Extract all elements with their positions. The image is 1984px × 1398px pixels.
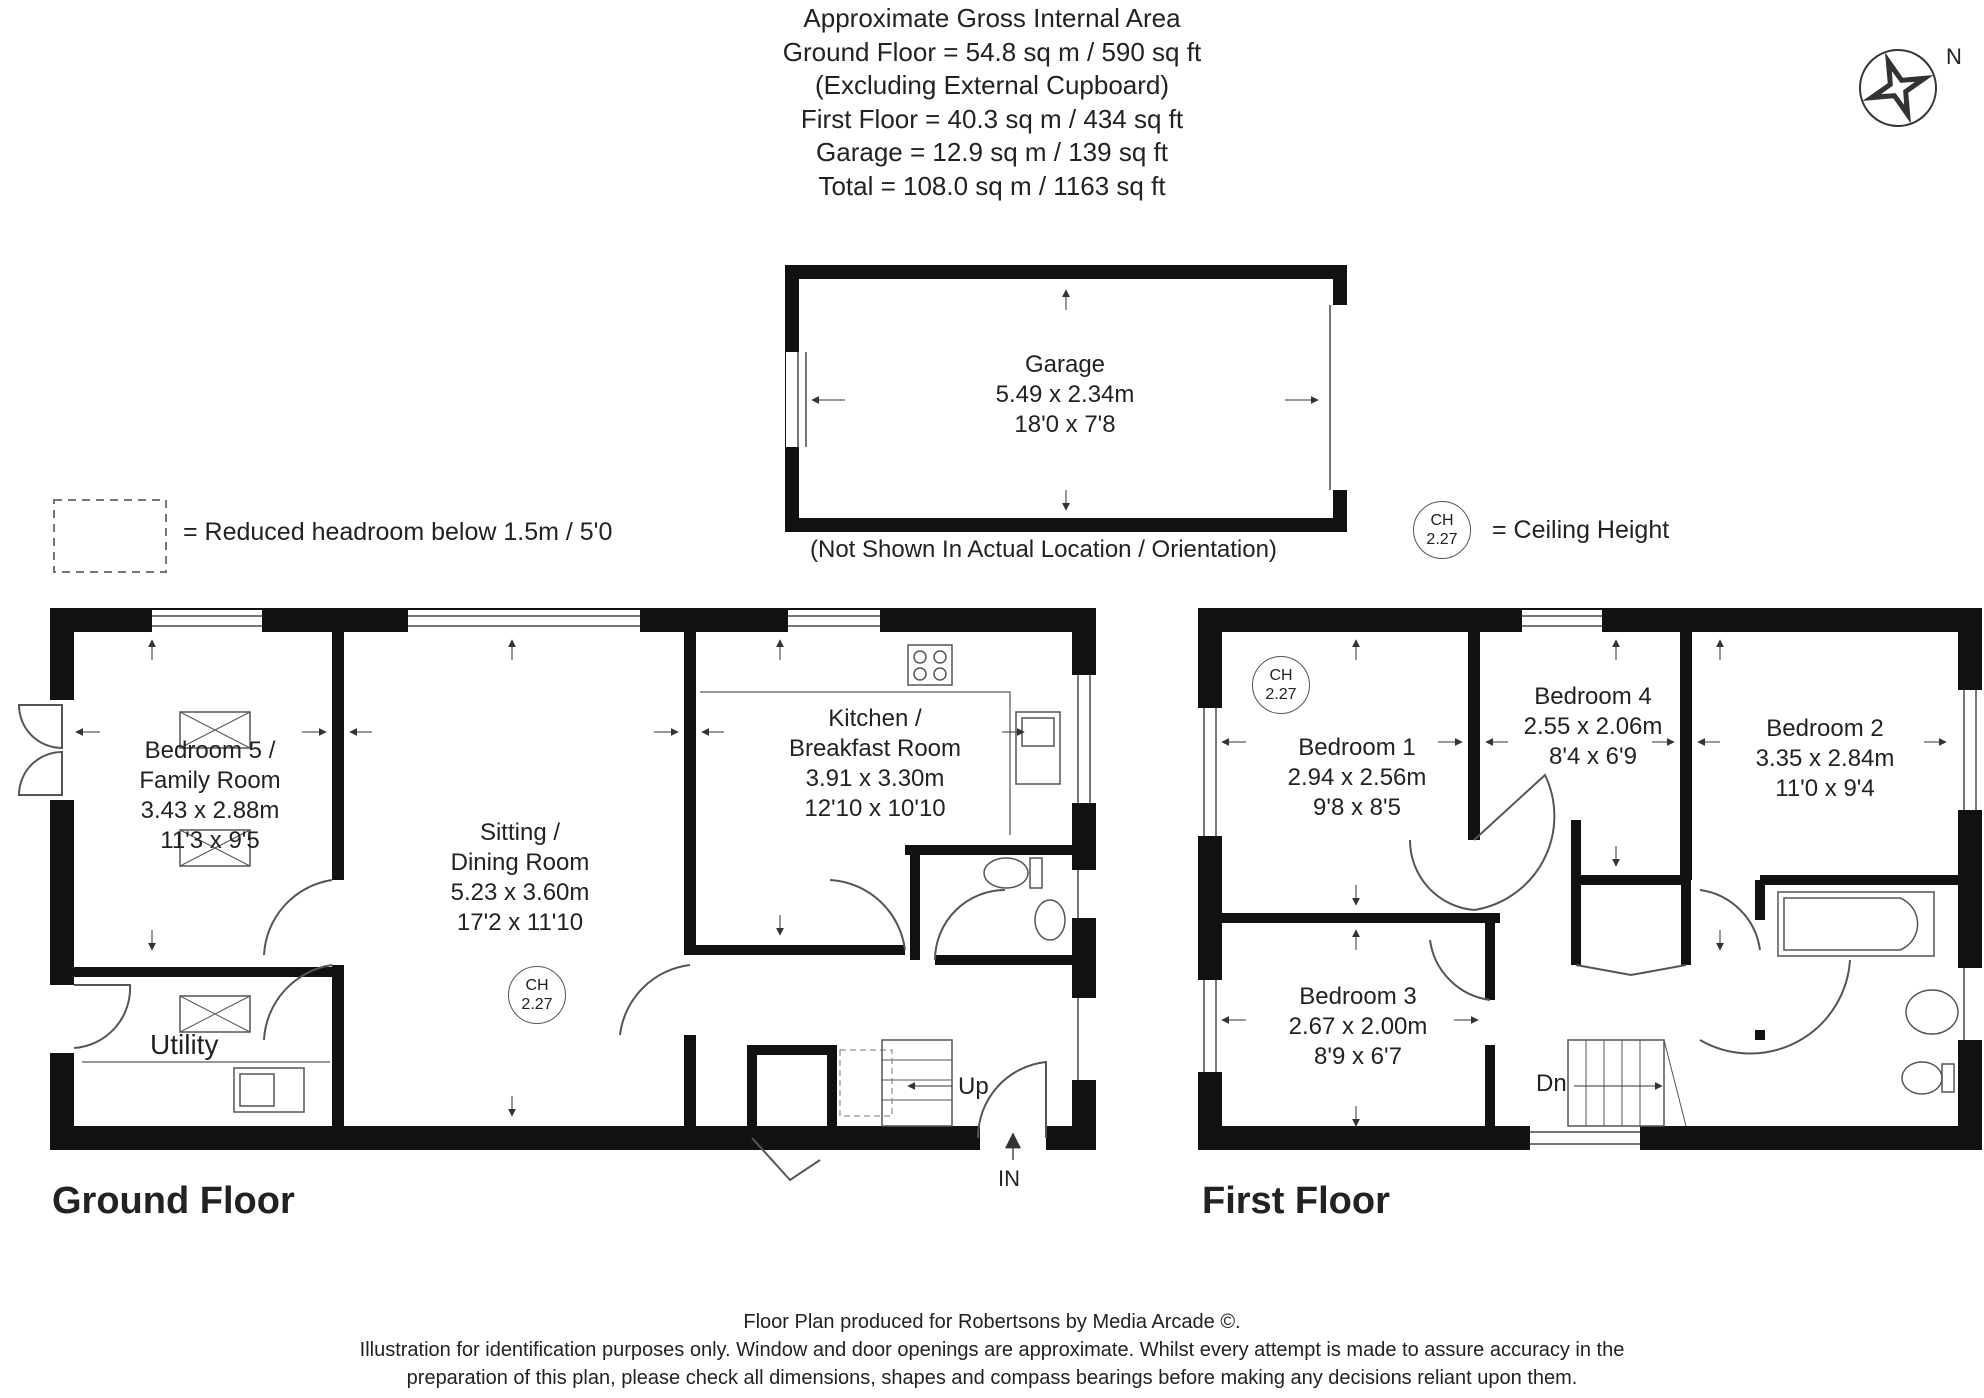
toilet-icon [1901,1061,1955,1095]
room-sitting-dining: Sitting / Dining Room 5.23 x 3.60m 17'2 … [405,818,635,938]
room-utility: Utility [150,1029,219,1060]
room-bedroom-5: Bedroom 5 / Family Room 3.43 x 2.88m 11'… [100,736,320,856]
footer-line: Floor Plan produced for Robertsons by Me… [743,1311,1241,1333]
utility-sink-icon [82,1061,330,1113]
ceiling-height-badge: CH 2.27 [1413,501,1471,559]
first-floor-plan [1198,608,1982,1150]
basin-icon [1905,989,1959,1035]
ch-label: CH [1269,667,1293,684]
ch-value: 2.27 [521,996,553,1013]
ground-floor-plan [17,608,1096,1182]
room-bedroom-4: Bedroom 4 2.55 x 2.06m 8'4 x 6'9 [1498,682,1688,772]
room-size-metric: 5.49 x 2.34m [995,381,1135,408]
room-bedroom-3: Bedroom 3 2.67 x 2.00m 8'9 x 6'7 [1260,982,1456,1072]
room-name: Bedroom 4 [1534,683,1652,710]
room-size-metric: 2.67 x 2.00m [1288,1013,1428,1040]
room-bedroom-1: Bedroom 1 2.94 x 2.56m 9'8 x 8'5 [1262,733,1452,823]
room-name: Family Room [139,767,281,794]
room-name: Bedroom 5 / [144,737,276,764]
first-floor-title: First Floor [1202,1180,1390,1222]
footer-line: Illustration for identification purposes… [359,1339,1625,1361]
footer-line: preparation of this plan, please check a… [406,1367,1578,1389]
ceiling-height-badge: CH 2.27 [1252,656,1310,714]
garage-label: Garage 5.49 x 2.34m 18'0 x 7'8 [930,350,1200,440]
area-summary-line: (Excluding External Cupboard) [814,70,1170,100]
room-bedroom-2: Bedroom 2 3.35 x 2.84m 11'0 x 9'4 [1730,714,1920,804]
room-kitchen-breakfast: Kitchen / Breakfast Room 3.91 x 3.30m 12… [760,704,990,824]
bath-icon [1777,891,1935,957]
garage-location-note: (Not Shown In Actual Location / Orientat… [810,536,1277,563]
room-size-imperial: 11'3 x 9'5 [160,827,260,854]
skylight-icon [179,711,251,1033]
room-name: Bedroom 2 [1766,715,1884,742]
reduced-headroom-legend: = Reduced headroom below 1.5m / 5'0 [183,518,613,546]
stairs-down-icon [1567,1039,1687,1127]
ch-label: CH [525,977,549,994]
ground-floor-title: Ground Floor [52,1180,295,1222]
ch-label: CH [1430,512,1454,529]
ch-value: 2.27 [1265,686,1297,703]
room-size-metric: 3.35 x 2.84m [1755,745,1895,772]
room-name: Garage [1024,351,1106,378]
room-size-imperial: 18'0 x 7'8 [1014,411,1116,438]
stairs-icon [839,1039,953,1127]
room-size-metric: 2.94 x 2.56m [1287,764,1427,791]
room-size-imperial: 12'10 x 10'10 [804,795,946,822]
area-summary-line: Total = 108.0 sq m / 1163 sq ft [818,170,1166,201]
ceiling-height-legend: = Ceiling Height [1492,516,1670,544]
room-name: Bedroom 3 [1299,983,1417,1010]
compass-north-label: N [1946,44,1962,69]
room-size-metric: 3.91 x 3.30m [805,765,945,792]
area-summary-line: First Floor = 40.3 sq m / 434 sq ft [800,103,1184,134]
sink-icon [1015,711,1061,785]
room-name: Breakfast Room [788,735,962,762]
area-summary: Approximate Gross Internal Area Ground F… [692,2,1292,203]
room-name: Sitting / [479,819,561,846]
compass-rose-icon [1859,49,1937,127]
area-summary-line: Ground Floor = 54.8 sq m / 590 sq ft [782,36,1202,67]
room-name: Bedroom 1 [1298,734,1416,761]
area-summary-line: Approximate Gross Internal Area [803,3,1181,33]
entrance-label: IN [998,1166,1020,1191]
ch-value: 2.27 [1426,531,1458,548]
area-summary-line: Garage = 12.9 sq m / 139 sq ft [816,137,1168,167]
room-size-imperial: 11'0 x 9'4 [1775,775,1875,802]
disclaimer-footer: Floor Plan produced for Robertsons by Me… [240,1308,1744,1392]
reduced-headroom-swatch [53,499,167,573]
room-size-metric: 3.43 x 2.88m [140,797,280,824]
room-size-imperial: 17'2 x 11'10 [456,909,584,936]
wc-icon [983,857,1066,941]
stairs-down-label: Dn [1536,1070,1567,1097]
room-size-imperial: 9'8 x 8'5 [1313,794,1401,821]
room-name: Kitchen / [828,705,922,732]
garage-plan [785,265,1350,532]
room-size-imperial: 8'4 x 6'9 [1549,743,1637,770]
stairs-up-label: Up [958,1073,989,1100]
room-size-imperial: 8'9 x 6'7 [1314,1043,1402,1070]
room-size-metric: 2.55 x 2.06m [1523,713,1663,740]
ceiling-height-badge: CH 2.27 [508,966,566,1024]
room-name: Dining Room [450,849,590,876]
hob-icon [907,644,953,686]
room-size-metric: 5.23 x 3.60m [450,879,590,906]
